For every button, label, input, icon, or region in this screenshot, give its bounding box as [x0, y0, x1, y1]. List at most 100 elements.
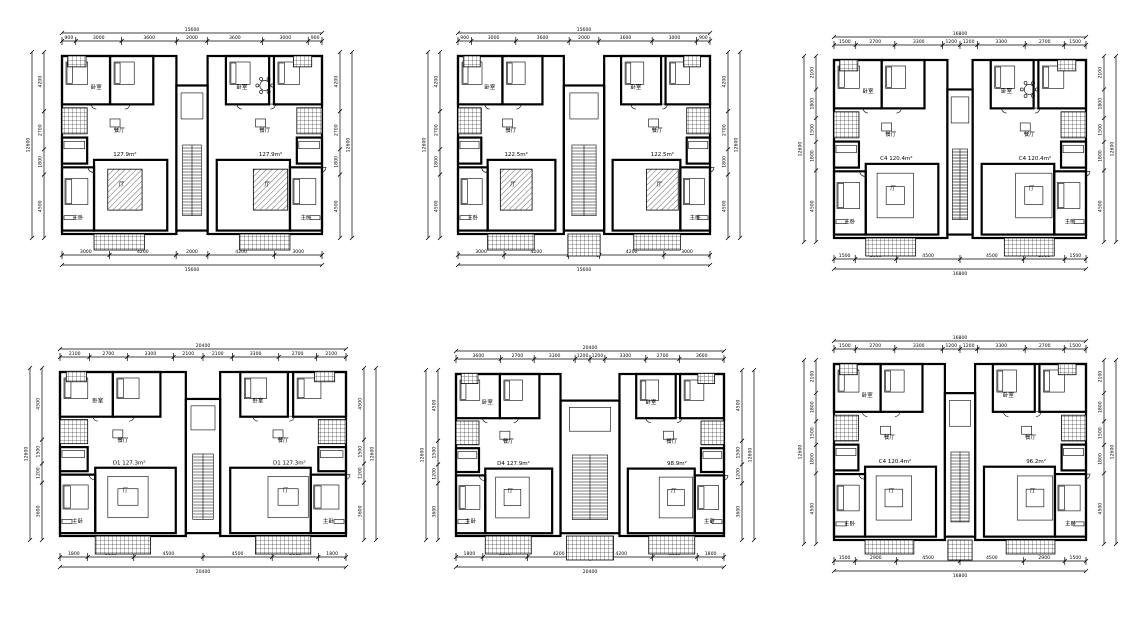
dimension-label: 1500 — [736, 447, 742, 459]
dimension-tick — [725, 49, 731, 55]
dimension-label: 1500 — [839, 555, 851, 561]
room-wall — [679, 166, 712, 232]
door-swing — [129, 415, 135, 422]
bed — [1057, 484, 1081, 512]
dimension-label: 1800 — [722, 156, 728, 168]
room-label-living: 厅 — [123, 487, 129, 494]
room-wall — [219, 370, 348, 538]
door-swing — [630, 103, 636, 110]
sofa — [1015, 172, 1053, 219]
dimension-tick — [1101, 442, 1107, 448]
dining-table — [112, 429, 124, 439]
bed-pillow — [461, 179, 468, 204]
dining-table — [663, 430, 674, 440]
dimension-label: 4500 — [434, 200, 440, 212]
bed — [296, 377, 322, 399]
bed — [669, 61, 690, 85]
stair-core — [562, 84, 606, 257]
sofa — [875, 475, 912, 521]
dimension-tick — [361, 537, 367, 543]
unit-area-label: 122.5m² — [505, 151, 528, 158]
wardrobe — [457, 519, 469, 524]
room-wall — [58, 446, 89, 473]
room-wall — [60, 136, 89, 165]
dimension-label: 12600 — [734, 138, 740, 153]
bed — [683, 178, 705, 205]
room-label-master: 主卧 — [690, 213, 702, 221]
bed-pillow — [698, 486, 705, 509]
bathroom-tiles — [59, 419, 89, 445]
bathroom-tiles — [296, 107, 323, 135]
kitchen-counter — [63, 140, 85, 150]
balcony — [648, 535, 696, 555]
window-tile — [697, 372, 715, 384]
dimension-tick — [751, 367, 757, 373]
room-label-dining: 餐厅 — [1025, 433, 1037, 441]
dimension-tick — [813, 419, 819, 424]
door-swing — [708, 167, 715, 173]
dimension-label: 3000 — [93, 35, 105, 41]
core-balcony — [566, 535, 614, 561]
room-wall — [832, 362, 946, 542]
door-swing — [645, 417, 651, 423]
elevator-shaft — [190, 405, 216, 431]
window-tile — [1057, 363, 1077, 376]
bed-pillow — [886, 66, 892, 88]
sofa — [658, 476, 693, 519]
dimension-tick — [831, 34, 837, 40]
kitchen-counter — [298, 140, 320, 150]
dimension-tick — [437, 172, 443, 177]
dimension-label: 1800 — [1098, 401, 1104, 413]
dimension-tick — [435, 537, 441, 543]
dimension-label: 3300 — [995, 343, 1007, 349]
dimension-tick — [1083, 568, 1089, 574]
dining-table — [255, 118, 266, 128]
room-wall — [454, 372, 562, 538]
room-wall — [501, 54, 544, 106]
dimension-tick — [41, 146, 47, 152]
bed — [113, 61, 135, 85]
dimension-label: 2700 — [1039, 39, 1051, 45]
dimension-tick — [39, 365, 45, 371]
dimension-label: 3000 — [475, 249, 487, 255]
room-wall — [317, 446, 348, 473]
dimension-label: 900 — [699, 35, 708, 41]
dimension-label: 1800 — [810, 98, 816, 110]
dining-table — [1021, 425, 1032, 435]
dimension-label: 1500 — [839, 343, 851, 349]
bed-pillow — [293, 179, 300, 204]
bed — [229, 61, 251, 85]
bed — [683, 379, 705, 401]
room-wall — [175, 84, 209, 232]
dimension-label: 1200 — [736, 468, 742, 480]
balcony — [865, 237, 917, 257]
door-swing — [516, 103, 522, 110]
dimension-tick — [801, 53, 807, 59]
dining-chair — [1023, 81, 1028, 85]
dimension-tick — [435, 462, 441, 467]
dimension-label: 4500 — [1098, 503, 1104, 515]
room-wall — [832, 443, 860, 472]
room-wall — [498, 372, 541, 420]
unit-area-label: D1 127.3m² — [113, 459, 146, 466]
dimension-tick — [813, 357, 819, 363]
room-wall — [454, 474, 487, 535]
room-label-living: 厅 — [656, 181, 662, 188]
dimension-label: 4200 — [722, 76, 728, 88]
dimension-label: 3600 — [358, 505, 364, 517]
dimension-tick — [801, 541, 807, 547]
door-swing — [859, 171, 865, 177]
room-label-living: 厅 — [889, 487, 895, 494]
bed — [62, 484, 89, 510]
unit-area-label: D4 127.9m² — [497, 460, 530, 467]
room-label-living: 厅 — [890, 185, 896, 192]
door-swing — [1036, 411, 1042, 417]
dimension-label: 4500 — [722, 200, 728, 212]
